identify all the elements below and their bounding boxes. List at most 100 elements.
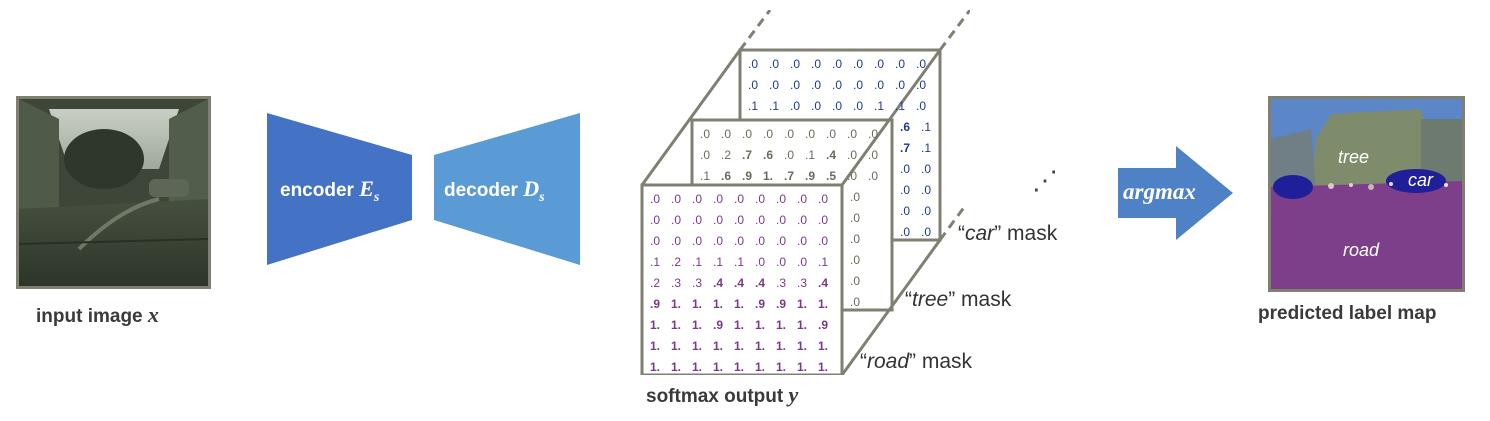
- road-cell: .4: [818, 276, 828, 290]
- tree-cell: .7: [784, 169, 794, 183]
- road-cell: 1.: [692, 297, 702, 311]
- tree-cell: .7: [742, 148, 752, 162]
- road-cell: 1.: [818, 360, 828, 374]
- road-cell: 1.: [692, 339, 702, 353]
- road-cell: .0: [692, 234, 702, 248]
- encoder-label-text: encoder: [280, 180, 354, 201]
- tree-cell: .0: [700, 127, 710, 141]
- tree-cell: .0: [850, 232, 860, 246]
- car-cell: .1: [874, 99, 884, 113]
- road-cell: .0: [776, 234, 786, 248]
- road-cell: .0: [797, 192, 807, 206]
- road-cell: .0: [797, 213, 807, 227]
- road-cell: .9: [755, 297, 765, 311]
- road-cell: .1: [734, 255, 744, 269]
- street-photo: [19, 99, 208, 286]
- car-cell: .1: [895, 99, 905, 113]
- tree-cell: .0: [784, 148, 794, 162]
- car-mask-class: car: [965, 222, 995, 245]
- road-cell: .3: [671, 276, 681, 290]
- decoder-shape: [434, 113, 580, 265]
- road-cell: 1.: [713, 360, 723, 374]
- road-cell: .3: [776, 276, 786, 290]
- road-cell: .0: [650, 192, 660, 206]
- tree-cell: .0: [784, 127, 794, 141]
- label-tree: tree: [1338, 147, 1370, 167]
- car-cell: .1: [748, 99, 758, 113]
- road-cell: 1.: [776, 339, 786, 353]
- car-cell: .0: [900, 183, 910, 197]
- tree-cell: .0: [763, 127, 773, 141]
- tree-cell: .0: [850, 274, 860, 288]
- road-cell: .0: [797, 234, 807, 248]
- softmax-caption-text: softmax output: [646, 386, 784, 407]
- road-cell: 1.: [713, 339, 723, 353]
- car-grid: .0 .0 .0 .0 .0 .0 .0 .0 .0 .0 .0 .0 .0 .0 .0 .0 .0 .0 .1 .1…: [748, 57, 931, 239]
- car-cell: .0: [916, 57, 926, 71]
- road-cell: 1.: [818, 297, 828, 311]
- car-cell: .0: [895, 78, 905, 92]
- car-cell: .0: [853, 78, 863, 92]
- car-cell: .0: [769, 78, 779, 92]
- argmax-label: argmax: [1123, 179, 1196, 204]
- road-cell: 1.: [755, 360, 765, 374]
- car-cell: .0: [921, 204, 931, 218]
- encoder-decoder: [267, 113, 580, 265]
- car-cell: .0: [916, 78, 926, 92]
- road-cell: 1.: [671, 297, 681, 311]
- car-cell: .1: [769, 99, 779, 113]
- decoder-var: D: [523, 176, 540, 201]
- road-cell: .1: [713, 255, 723, 269]
- decoder-label: decoder Ds: [444, 176, 545, 206]
- road-mask-word: mask: [921, 350, 973, 373]
- car-cell: .0: [811, 99, 821, 113]
- car-cell: .0: [832, 78, 842, 92]
- road-cell: .0: [671, 213, 681, 227]
- road-cell: .0: [755, 213, 765, 227]
- road-cell: 1.: [734, 360, 744, 374]
- car-cell: .0: [748, 57, 758, 71]
- car-cell: .1: [921, 141, 931, 155]
- tree-cell: .1: [805, 148, 815, 162]
- tree-cell: .0: [868, 148, 878, 162]
- input-caption-text: input image: [36, 306, 143, 327]
- car-cell: .0: [874, 57, 884, 71]
- car-cell: .0: [921, 225, 931, 239]
- label-car: car: [1408, 170, 1434, 190]
- car-cell: .0: [853, 57, 863, 71]
- road-cell: .1: [818, 255, 828, 269]
- road-cell: .0: [755, 234, 765, 248]
- road-cell: .0: [734, 234, 744, 248]
- road-cell: .4: [713, 276, 723, 290]
- road-cell: .1: [692, 255, 702, 269]
- road-cell: 1.: [755, 339, 765, 353]
- road-cell: 1.: [797, 360, 807, 374]
- road-cell: .0: [755, 255, 765, 269]
- softmax-cube: .0 .0 .0 .0 .0 .0 .0 .0 .0 .0 .0 .0 .0 .0 .0 .0 .0 .0 .1 .1…: [640, 10, 970, 375]
- road-cell: .9: [776, 297, 786, 311]
- car-cell: .0: [895, 57, 905, 71]
- decoder-sub: s: [539, 189, 545, 205]
- road-cell: .0: [692, 192, 702, 206]
- tree-cell: .9: [805, 169, 815, 183]
- tree-cell: .4: [826, 148, 836, 162]
- road-cell: 1.: [755, 318, 765, 332]
- road-cell: .9: [650, 297, 660, 311]
- road-cell: 1.: [671, 360, 681, 374]
- car-cell: .0: [832, 57, 842, 71]
- road-cell: 1.: [734, 297, 744, 311]
- car-cell: .0: [811, 57, 821, 71]
- tree-cell: .9: [742, 169, 752, 183]
- car-cell: .0: [790, 78, 800, 92]
- road-cell: 1.: [671, 339, 681, 353]
- road-cell: .3: [797, 276, 807, 290]
- road-cell: .1: [650, 255, 660, 269]
- tree-cell: .0: [721, 127, 731, 141]
- car-cell: .0: [916, 99, 926, 113]
- road-cell: 1.: [818, 339, 828, 353]
- road-cell: .4: [734, 276, 744, 290]
- car-cell: .7: [900, 141, 910, 155]
- road-cell: .4: [755, 276, 765, 290]
- road-cell: .0: [713, 234, 723, 248]
- road-cell: .0: [818, 234, 828, 248]
